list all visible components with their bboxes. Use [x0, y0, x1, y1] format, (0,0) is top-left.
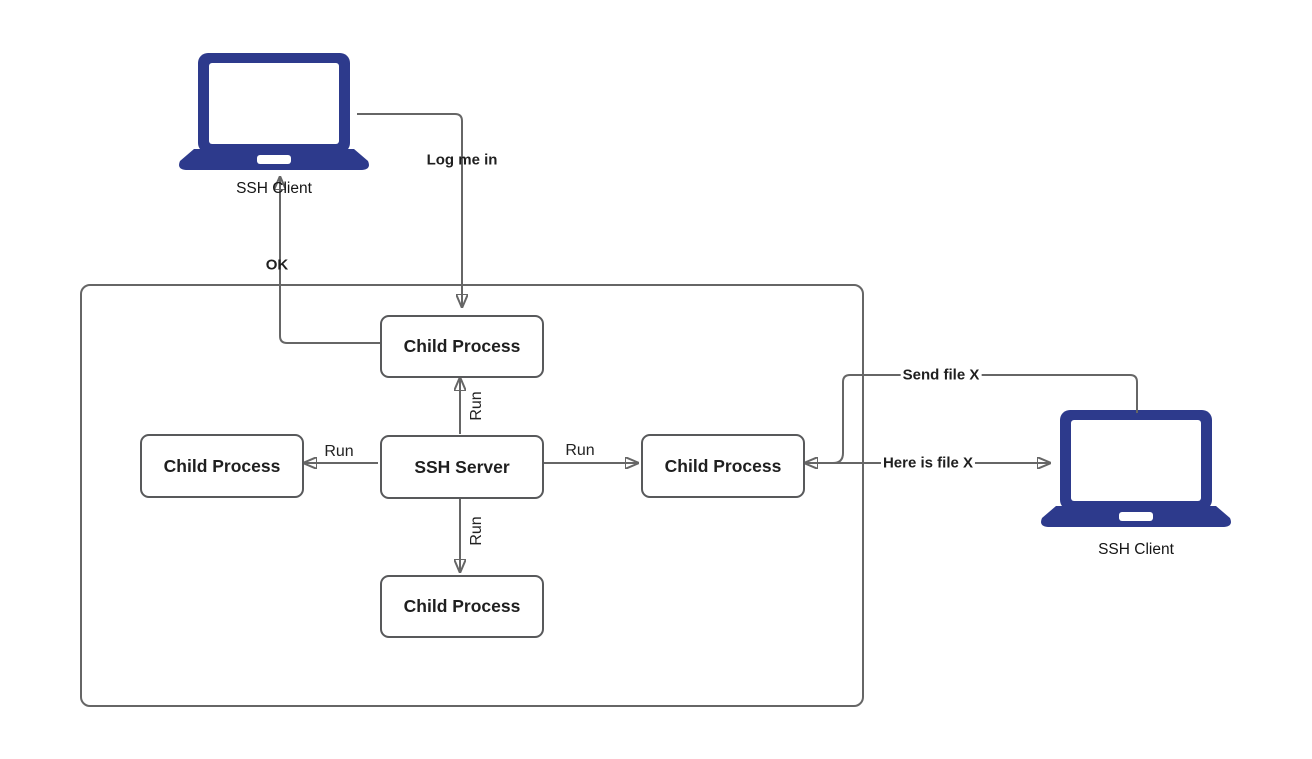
server-group-frame: [80, 284, 864, 707]
laptop-icon: [178, 53, 370, 175]
edge-label-run-right: Run: [565, 442, 595, 459]
edge-label-ok: OK: [265, 256, 289, 274]
laptop-icon: [1040, 410, 1232, 532]
edge-label-run-up: Run: [468, 391, 485, 421]
node-label: SSH Server: [414, 456, 510, 477]
edge-label-send-file: Send file X: [900, 366, 982, 384]
node-label: Child Process: [403, 336, 521, 356]
edge-send-file: [805, 374, 1138, 463]
node-child-process-top: Child Process: [380, 315, 544, 378]
edge-log-me-in: [357, 113, 462, 307]
node-label: Child Process: [403, 596, 521, 616]
client-right-label: SSH Client: [1098, 541, 1174, 558]
edge-ok: [280, 177, 380, 344]
edge-label-log-me-in: Log me in: [426, 151, 498, 169]
edge-label-run-down: Run: [468, 516, 485, 546]
edge-label-run-left: Run: [324, 443, 354, 460]
node-child-process-right: Child Process: [641, 434, 805, 498]
node-label: Child Process: [664, 455, 782, 476]
node-child-process-left: Child Process: [140, 434, 304, 498]
edge-label-here-is-file: Here is file X: [880, 454, 976, 472]
client-left-label: SSH Client: [236, 180, 312, 197]
node-ssh-server: SSH Server: [380, 435, 544, 499]
node-child-process-bottom: Child Process: [380, 575, 544, 638]
node-label: Child Process: [163, 455, 281, 476]
